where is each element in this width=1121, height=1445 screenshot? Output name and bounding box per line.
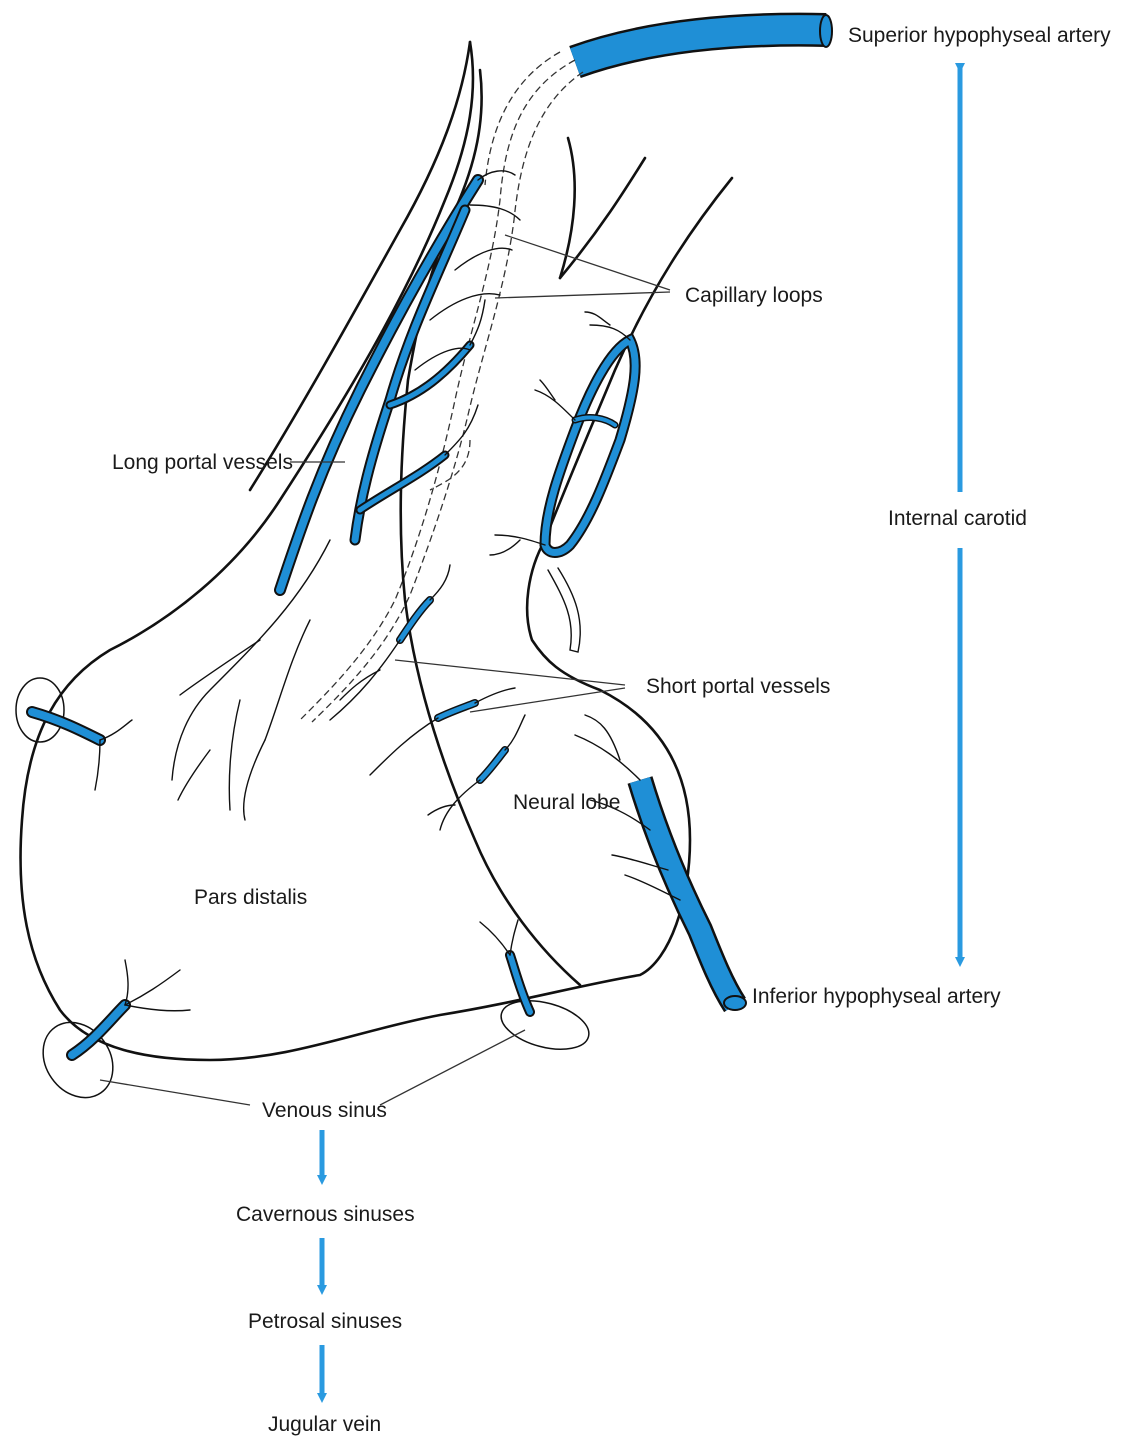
- label-cavernous-sinuses: Cavernous sinuses: [236, 1204, 415, 1225]
- label-internal-carotid: Internal carotid: [888, 508, 1027, 529]
- label-long-portal-vessels: Long portal vessels: [112, 452, 293, 473]
- label-capillary-loops: Capillary loops: [685, 285, 823, 306]
- superior-hypophyseal-artery-vessel: [575, 15, 832, 62]
- venous-sinus-left-top: [16, 678, 132, 790]
- label-pars-distalis: Pars distalis: [194, 887, 307, 908]
- label-venous-sinus: Venous sinus: [262, 1100, 387, 1121]
- label-neural-lobe: Neural lobe: [513, 792, 620, 813]
- short-portal-vessels: [330, 565, 525, 830]
- leader-lines: [100, 235, 670, 1105]
- label-short-portal-vessels: Short portal vessels: [646, 676, 830, 697]
- neural-lobe-loop-vessel: [490, 312, 635, 555]
- long-portal-vessels: [172, 171, 520, 820]
- venous-sinus-left-bottom: [29, 960, 190, 1111]
- label-inferior-hypophyseal-artery: Inferior hypophyseal artery: [752, 986, 1001, 1007]
- inferior-hypophyseal-artery-vessel: [575, 715, 746, 1010]
- pituitary-outline: [21, 42, 732, 1060]
- label-petrosal-sinuses: Petrosal sinuses: [248, 1311, 402, 1332]
- label-superior-hypophyseal-artery: Superior hypophyseal artery: [848, 25, 1111, 46]
- dashed-capillary-path: [300, 52, 583, 722]
- label-jugular-vein: Jugular vein: [268, 1414, 381, 1435]
